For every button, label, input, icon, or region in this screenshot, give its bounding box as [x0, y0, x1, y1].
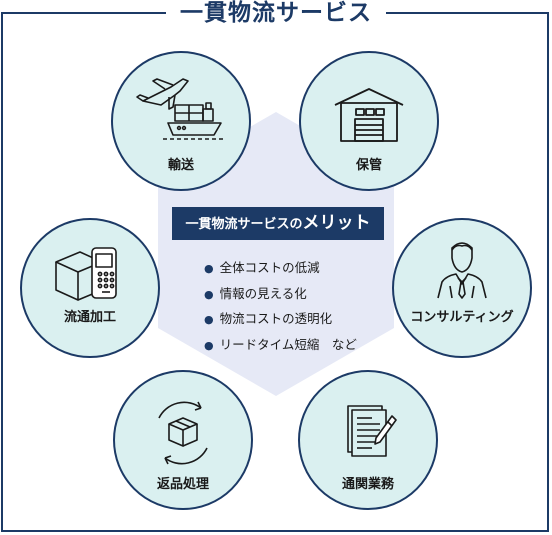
- returns-icon: [158, 401, 208, 465]
- service-storage: 保管: [299, 51, 439, 191]
- consultant-icon: [437, 242, 487, 299]
- merit-heading: 一貫物流サービスのメリット: [172, 207, 384, 240]
- customs-document-icon: [347, 405, 397, 457]
- service-transport: 輸送: [111, 51, 251, 191]
- list-item: ●リードタイム短縮 など: [204, 336, 357, 352]
- bullet-icon: ●: [204, 262, 214, 275]
- service-customs: 通関業務: [298, 370, 438, 510]
- service-label: 通関業務: [341, 477, 394, 492]
- distribution-processing-icon: [55, 247, 117, 301]
- service-returns: 返品処理: [113, 370, 253, 510]
- bullet-icon: ●: [204, 313, 214, 326]
- list-item: ●全体コストの低減: [204, 260, 320, 275]
- bullet-icon: ●: [204, 338, 214, 352]
- service-label: 返品処理: [156, 477, 209, 492]
- list-item: ●情報の見える化: [204, 285, 307, 301]
- transport-icon: [136, 78, 225, 140]
- list-item: ●物流コストの透明化: [204, 311, 333, 326]
- merit-heading-emphasis: メリット: [302, 213, 371, 233]
- service-label: 流通加工: [63, 310, 116, 325]
- service-distribution-processing: 流通加工: [20, 218, 160, 358]
- merit-heading-prefix: 一貫物流サービスの: [185, 217, 303, 232]
- service-consulting: コンサルティング: [392, 218, 532, 358]
- service-label: 輸送: [167, 158, 194, 173]
- merit-list: ●全体コストの低減 ●情報の見える化 ●物流コストの透明化 ●リードタイム短縮 …: [204, 258, 357, 360]
- warehouse-icon: [334, 88, 404, 142]
- service-label: コンサルティング: [410, 310, 514, 325]
- bullet-icon: ●: [204, 287, 214, 301]
- page-title: 一貫物流サービス: [0, 0, 552, 26]
- service-label: 保管: [355, 158, 382, 173]
